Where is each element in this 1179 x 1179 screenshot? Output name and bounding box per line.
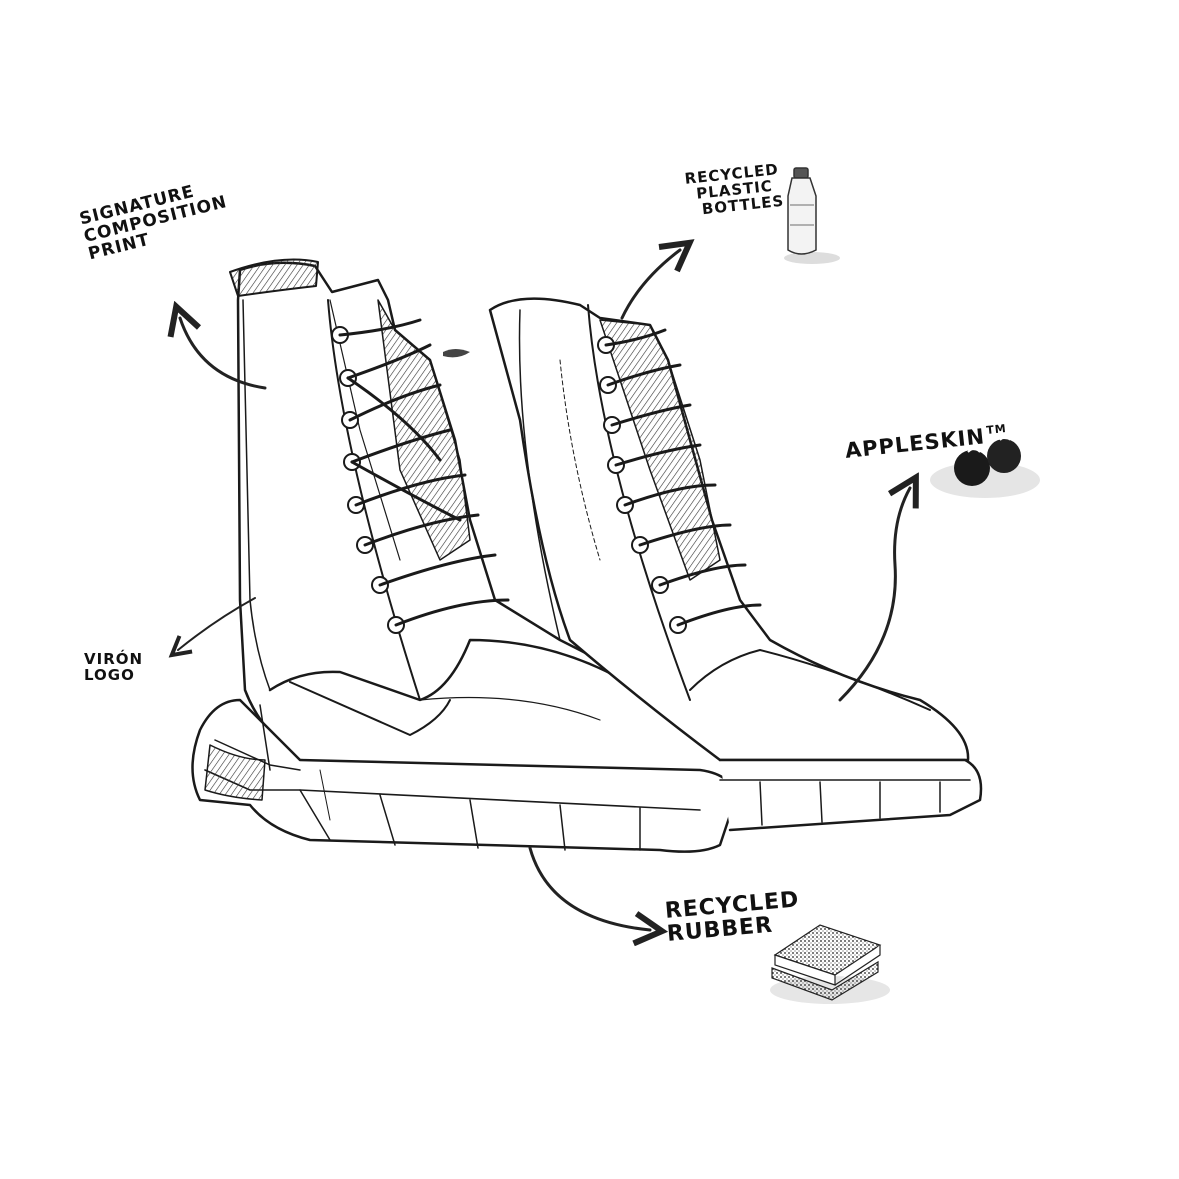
trademark-mark: TM xyxy=(985,421,1008,438)
arrows xyxy=(178,250,910,930)
apple-icon xyxy=(930,436,1040,498)
label-recycled-plastic-bottles: Recycled plastic bottles xyxy=(684,160,785,219)
scribble-mark xyxy=(443,349,470,358)
label-viron-logo: Virón logo xyxy=(84,650,144,684)
bottle-icon xyxy=(784,167,840,264)
arrow-appleskin xyxy=(838,488,910,702)
arrow-rubber xyxy=(528,846,650,930)
arrow-viron xyxy=(178,597,256,650)
arrow-signature xyxy=(180,318,267,390)
label-line: Virón xyxy=(84,650,144,668)
right-boot xyxy=(488,297,983,832)
rubber-sample-icon xyxy=(770,924,890,1004)
label-line: logo xyxy=(84,665,135,684)
left-boot xyxy=(191,258,737,853)
arrow-plastic xyxy=(620,250,680,320)
